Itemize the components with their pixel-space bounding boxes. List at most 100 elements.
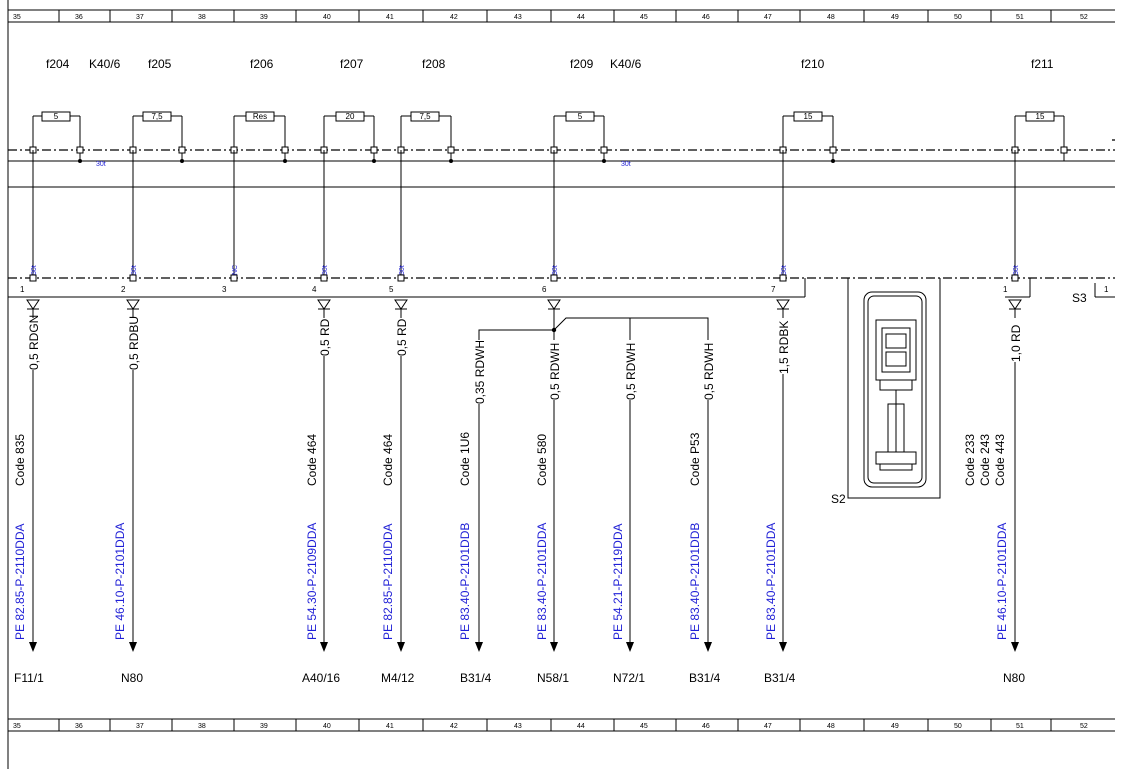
wire-spec: 0,5 RDWH xyxy=(702,343,716,400)
ref-link[interactable]: PE 83.40-P-2101DDA xyxy=(535,523,549,640)
pin-number: 1 xyxy=(20,285,25,294)
code-label: Code 464 xyxy=(305,434,319,486)
ref-link[interactable]: PE 83.40-P-2101DDB xyxy=(688,523,702,640)
ref-link[interactable]: PE 83.40-P-2101DDB xyxy=(458,523,472,640)
destination-label[interactable]: N80 xyxy=(1003,671,1025,685)
component-label-s2: S2 xyxy=(831,492,846,506)
ruler-label: 44 xyxy=(577,723,585,730)
bus-label: 30t xyxy=(131,265,138,275)
fuse-rating: 7,5 xyxy=(151,112,163,121)
fuse-f210: 15 xyxy=(782,111,834,150)
fuse-f206: Res xyxy=(233,111,286,150)
destination-label[interactable]: F11/1 xyxy=(14,671,44,685)
wire-specs: 0,5 RDGN 0,5 RDBU 0,5 RD 0,5 RD 0,35 RDW… xyxy=(26,315,1023,404)
fuse-to-bus xyxy=(79,150,1065,161)
ruler-label: 43 xyxy=(514,14,522,21)
ruler-label: 51 xyxy=(1016,14,1024,21)
fuse-rating: 15 xyxy=(1036,112,1045,121)
destination-label[interactable]: A40/16 xyxy=(302,671,340,685)
ruler-label: 45 xyxy=(640,14,648,21)
code-label: Code 835 xyxy=(13,434,27,486)
fuse-label-f210: f210 xyxy=(801,57,825,71)
ruler-label: 48 xyxy=(827,14,835,21)
fuse-rating: 5 xyxy=(54,112,59,121)
ruler-label: 44 xyxy=(577,14,585,21)
pin-number: 6 xyxy=(542,285,547,294)
relay-label: K40/6 xyxy=(610,57,642,71)
bus-label: 30t xyxy=(621,161,631,168)
ruler-label: 49 xyxy=(891,723,899,730)
fuse-label-f209: f209 xyxy=(570,57,594,71)
fuse-f208: 7,5 xyxy=(400,111,452,150)
bus-label: 30t xyxy=(322,265,329,275)
ref-link[interactable]: PE 83.40-P-2101DDA xyxy=(764,523,778,640)
destination-label[interactable]: B31/4 xyxy=(460,671,492,685)
destination-label[interactable]: B31/4 xyxy=(764,671,796,685)
code-label: Code 243 xyxy=(978,434,992,486)
wire-spec: 0,5 RDWH xyxy=(548,343,562,400)
pin-number: 1 xyxy=(1104,285,1109,294)
ruler-label: 39 xyxy=(260,723,268,730)
pin-number: 5 xyxy=(389,285,394,294)
fuse-rating: 20 xyxy=(346,112,355,121)
ruler-label: 47 xyxy=(764,723,772,730)
ref-link[interactable]: PE 46.10-P-2101DDA xyxy=(995,523,1009,640)
bottom-ruler: 35 36 37 38 39 40 41 42 43 44 45 46 47 4… xyxy=(7,718,1115,732)
wire-spec: 0,5 RD xyxy=(395,318,409,356)
wire-spec: 0,5 RDWH xyxy=(624,343,638,400)
pin-number: 7 xyxy=(771,285,776,294)
destination-label[interactable]: N58/1 xyxy=(537,671,569,685)
destination-label[interactable]: N72/1 xyxy=(613,671,645,685)
fuse-rating: 5 xyxy=(578,112,583,121)
code-label: Code P53 xyxy=(688,432,702,486)
component-label-s3: S3 xyxy=(1072,291,1087,305)
pin-number: 2 xyxy=(121,285,126,294)
ruler-label: 50 xyxy=(954,723,962,730)
code-label: Code 233 xyxy=(963,434,977,486)
ruler-label: 37 xyxy=(136,723,144,730)
pin-number: 4 xyxy=(312,285,317,294)
splice-point xyxy=(551,327,557,333)
destination-label[interactable]: M4/12 xyxy=(381,671,415,685)
ruler-label: 35 xyxy=(13,14,21,21)
ref-link[interactable]: PE 54.30-P-2109DDA xyxy=(305,523,319,640)
ruler-label: 39 xyxy=(260,14,268,21)
fuse-label-f211: f211 xyxy=(1031,57,1054,71)
code-label: Code 443 xyxy=(993,434,1007,486)
fuse-label-f205: f205 xyxy=(148,57,172,71)
ruler-label: 46 xyxy=(702,723,710,730)
destinations: F11/1 N80 A40/16 M4/12 B31/4 N58/1 N72/1… xyxy=(14,671,1025,685)
ref-link[interactable]: PE 46.10-P-2101DDA xyxy=(113,523,127,640)
ruler-label: 43 xyxy=(514,723,522,730)
code-labels: Code 835 Code 464 Code 464 Code 1U6 Code… xyxy=(13,432,1007,486)
ruler-label: 36 xyxy=(75,723,83,730)
ruler-label: 40 xyxy=(323,14,331,21)
fuse-f211: 15 xyxy=(1014,111,1065,150)
ruler-label: 41 xyxy=(386,723,394,730)
ref-link[interactable]: PE 82.85-P-2110DDA xyxy=(381,523,395,640)
ruler-label: 42 xyxy=(450,14,458,21)
socket-symbols xyxy=(26,299,1022,310)
wire-spec: 0,5 RD xyxy=(318,318,332,356)
destination-label[interactable]: B31/4 xyxy=(689,671,721,685)
ruler-label: 38 xyxy=(198,723,206,730)
ruler-label: 51 xyxy=(1016,723,1024,730)
fuse-f205: 7,5 xyxy=(132,111,183,150)
bus-label: 30t xyxy=(399,265,406,275)
ruler-label: 42 xyxy=(450,723,458,730)
ruler-label: 41 xyxy=(386,14,394,21)
fuse-label-f207: f207 xyxy=(340,57,364,71)
ruler-label: 45 xyxy=(640,723,648,730)
pin-number: 1 xyxy=(1003,285,1008,294)
ref-link[interactable]: PE 82.85-P-2110DDA xyxy=(13,523,27,640)
fuse-f204: 5 xyxy=(32,111,81,150)
ruler-label: 52 xyxy=(1080,723,1088,730)
switch-s2: S2 xyxy=(831,278,941,506)
ruler-label: 38 xyxy=(198,14,206,21)
destination-label[interactable]: N80 xyxy=(121,671,143,685)
ruler-label: 37 xyxy=(136,14,144,21)
ref-link[interactable]: PE 54.21-P-2119DDA xyxy=(611,523,625,640)
bus-label: 30t xyxy=(781,265,788,275)
reference-links[interactable]: PE 82.85-P-2110DDA PE 46.10-P-2101DDA PE… xyxy=(13,523,1009,640)
